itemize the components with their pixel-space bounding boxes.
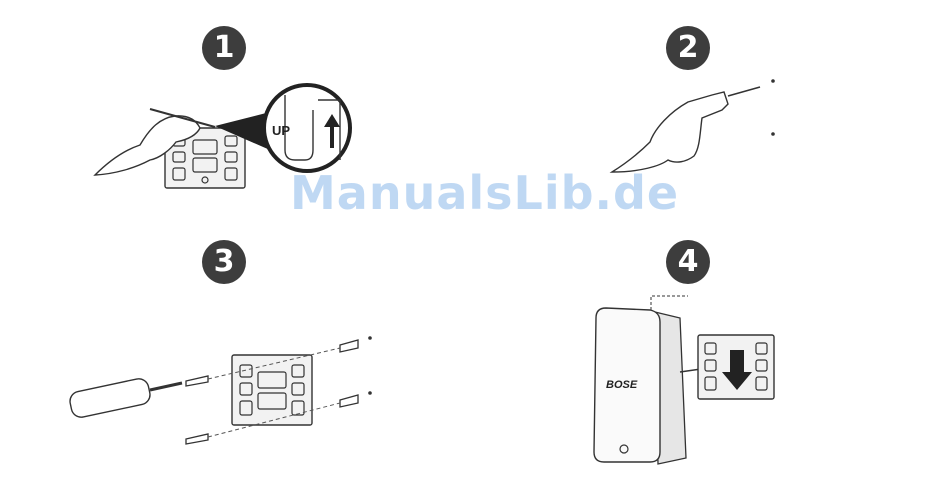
wall-bracket-icon-step3: [232, 355, 312, 425]
speaker-brand-logo: BOSE: [606, 379, 638, 391]
watermark: ManualsLib.de: [290, 166, 679, 220]
screwdriver-icon: [68, 377, 182, 419]
drill-hole-mark-top: [771, 79, 775, 83]
magnifier-callout: UP: [264, 85, 350, 171]
speaker-icon: BOSE: [594, 296, 688, 464]
step2-drilling-illustration: [612, 79, 775, 172]
drill-hole-mark-bottom: [771, 132, 775, 136]
up-label: UP: [272, 123, 290, 138]
step3-screwing-illustration: [68, 336, 372, 444]
drill-icon: [612, 87, 760, 172]
step4-mounting-illustration: BOSE: [594, 296, 774, 464]
